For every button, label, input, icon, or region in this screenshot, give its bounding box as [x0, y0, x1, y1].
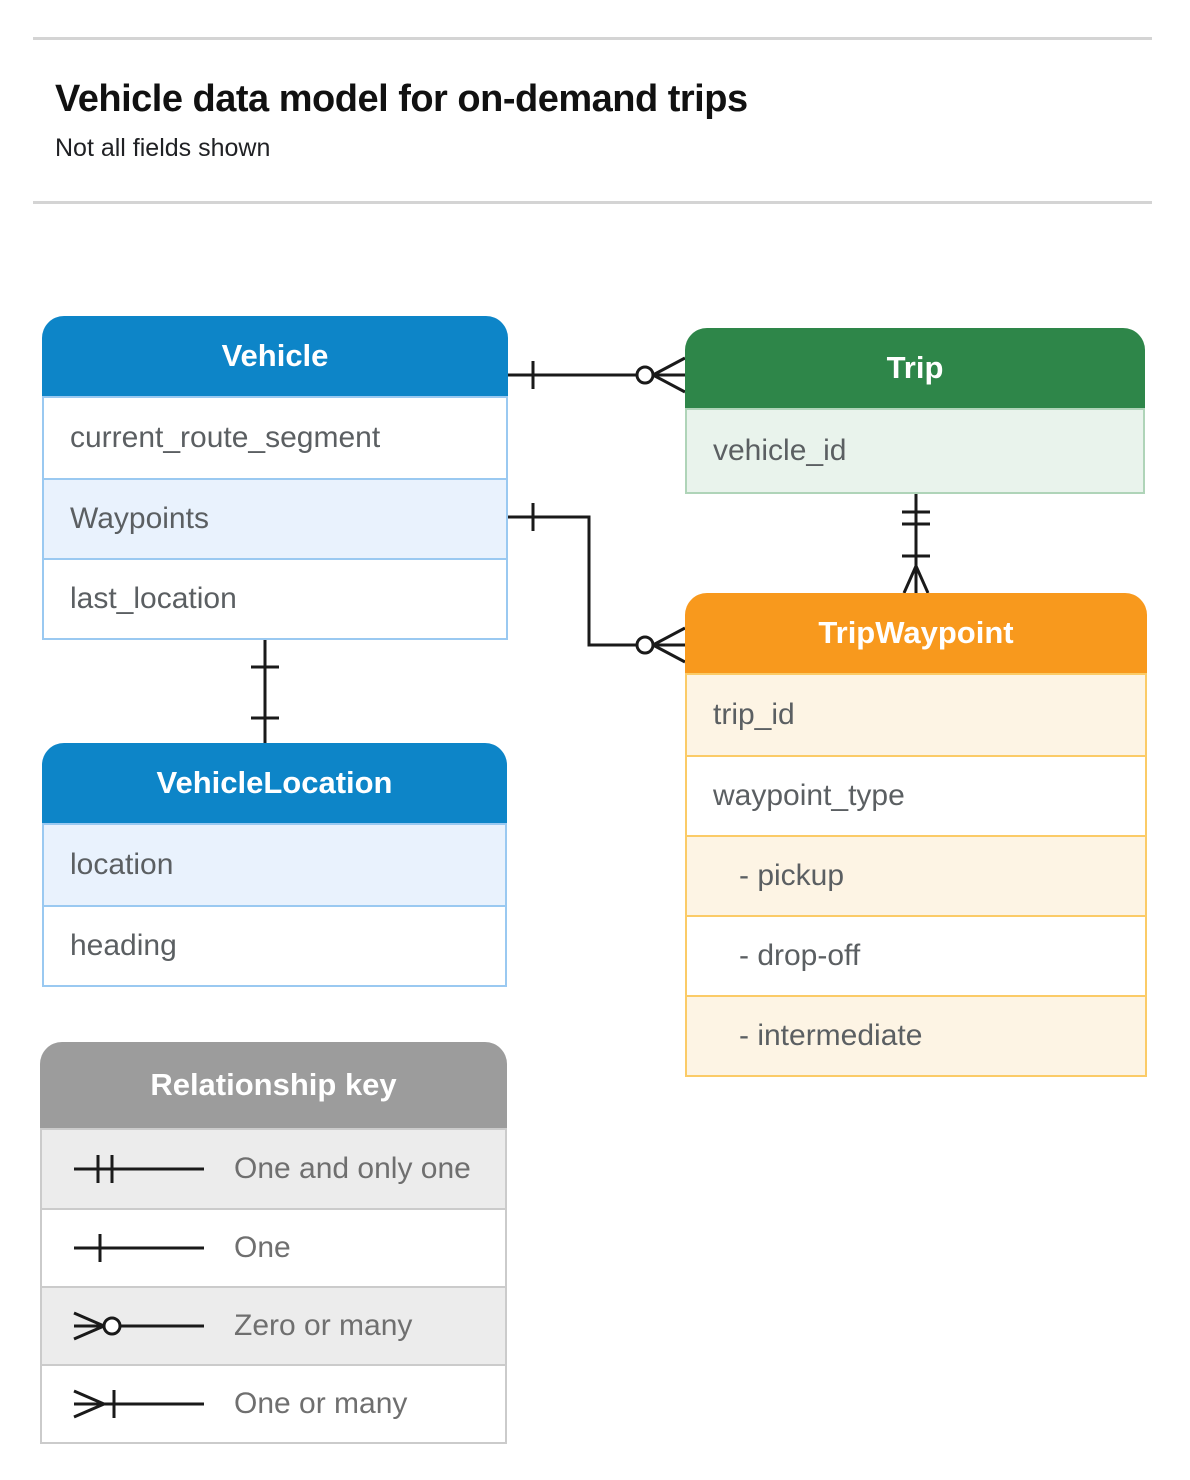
vehicle-trip-connector [508, 356, 686, 394]
legend-label: Zero or many [234, 1309, 413, 1342]
entity-vehiclelocation-title: VehicleLocation [42, 743, 507, 823]
field-pickup: - pickup [687, 835, 1145, 915]
legend-row-one-and-only-one: One and only one [42, 1130, 505, 1208]
entity-trip-fields: vehicle_id [685, 408, 1145, 494]
entity-trip: Trip vehicle_id [685, 328, 1145, 494]
field-drop-off: - drop-off [687, 915, 1145, 995]
page-title: Vehicle data model for on-demand trips [55, 78, 748, 120]
legend-label: One and only one [234, 1152, 471, 1185]
legend-row-one-or-many: One or many [42, 1364, 505, 1442]
legend-label: One [234, 1231, 291, 1264]
entity-vehicle-fields: current_route_segment Waypoints last_loc… [42, 396, 508, 640]
field-current-route-segment: current_route_segment [70, 421, 381, 454]
relationship-key-title: Relationship key [40, 1042, 507, 1128]
legend-row-one: One [42, 1208, 505, 1286]
entity-trip-title: Trip [685, 328, 1145, 408]
zero-or-many-icon [73, 1311, 204, 1341]
field-trip-id: trip_id [687, 675, 1145, 755]
entity-vehiclelocation: VehicleLocation location heading [42, 743, 507, 987]
entity-tripwaypoint: TripWaypoint trip_id waypoint_type - pic… [685, 593, 1147, 1077]
entity-vehicle-title: Vehicle [42, 316, 508, 396]
waypoints-tripwaypoint-connector [508, 503, 686, 664]
entity-vehiclelocation-fields: location heading [42, 823, 507, 987]
entity-vehicle: Vehicle current_route_segment Waypoints … [42, 316, 508, 640]
page-subtitle: Not all fields shown [55, 134, 271, 162]
field-vehicle-id: vehicle_id [687, 410, 1143, 492]
entity-tripwaypoint-fields: trip_id waypoint_type - pickup - drop-of… [685, 673, 1147, 1077]
legend-row-zero-or-many: Zero or many [42, 1286, 505, 1364]
field-waypoints: Waypoints [44, 478, 506, 558]
field-intermediate: - intermediate [687, 995, 1145, 1075]
top-divider [33, 37, 1152, 40]
relationship-key: Relationship key One and only one One [40, 1042, 507, 1444]
vehicle-vehiclelocation-connector [251, 637, 279, 743]
field-heading: heading [44, 905, 505, 985]
header-divider [33, 201, 1152, 204]
one-and-only-one-icon [74, 1155, 204, 1183]
field-last-location: last_location [44, 558, 506, 638]
trip-tripwaypoint-connector [902, 490, 930, 594]
entity-tripwaypoint-title: TripWaypoint [685, 593, 1147, 673]
one-icon [74, 1234, 204, 1262]
relationship-key-rows: One and only one One Zero or many [40, 1128, 507, 1444]
one-or-many-icon [73, 1389, 204, 1419]
field-location: location [44, 825, 505, 905]
legend-label: One or many [234, 1387, 408, 1420]
field-waypoint-type: waypoint_type [687, 755, 1145, 835]
